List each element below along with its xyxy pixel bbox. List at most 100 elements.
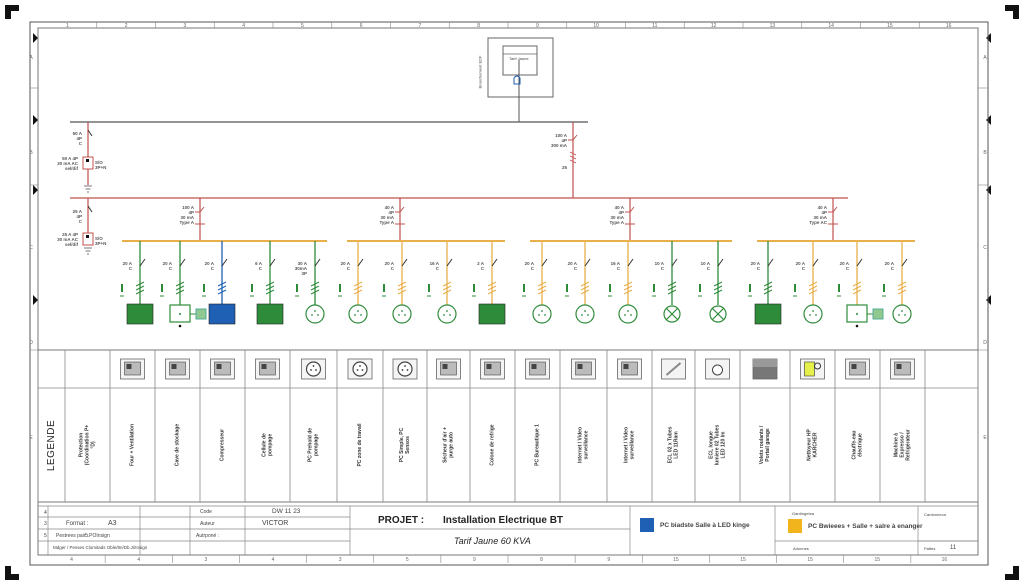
column-number: 9 [607,557,611,563]
row-number: 3 [44,521,47,527]
glyph-detail [442,364,448,369]
outlet-icon [397,361,413,377]
column-number: 9 [535,22,539,29]
column-number: 6 [359,22,363,29]
column-number: 4 [70,557,73,563]
rcd-breaker-icon [828,206,838,225]
outlet-pin [630,314,632,316]
cable-tag-icon [523,284,525,292]
orange-legend-swatch [788,519,802,533]
branch-rating: 20 A C [340,261,350,271]
legend-label: Compresseur [219,428,226,462]
outlet-pin [356,369,359,371]
cable-hatch-icon [487,281,497,295]
column-number: 8 [540,557,543,563]
breaker-contact-icon [627,258,634,267]
format-value: A3 [108,520,117,527]
outlet-icon [305,361,322,377]
load-square-blue [208,303,236,325]
drawn-label: Pestrees pair : [56,533,89,539]
cable-tag-icon [203,284,205,292]
column-number: 9 [473,557,476,563]
rcd-breaker-icon [568,134,578,146]
cable-tag-icon [161,284,163,292]
load-square-green [754,303,782,325]
cable-hatch-icon [175,281,185,295]
cable-tag-icon [383,284,385,292]
column-number: 12 [710,22,717,29]
cable-tag-icon [609,284,611,292]
cable-tag-icon [428,284,430,292]
registration-mark [5,566,19,580]
outlet-pin [310,369,312,371]
breaker-contact-icon [901,258,908,267]
legend-cell: Internet / Video surveillance [560,392,607,498]
branch-rating: 20 A C [384,261,394,271]
pressure-washer-body [804,361,815,377]
legend-cell: Four + Ventilation [110,392,155,498]
rcd-breaker-icon [395,206,405,225]
breaker-contact-icon [671,258,678,267]
orange-legend-label: PC Bwieees + Salle + salre à enanger [808,523,923,530]
outlet-pin [538,314,540,316]
outlet-icon [618,304,638,324]
motor-icon [195,308,207,320]
glyph-detail [577,364,583,369]
differential-block [82,156,94,170]
column-number: 11 [652,22,658,29]
legend-cell: Cellule de pompage [245,392,290,498]
branch-rating: 20 A C [204,261,214,271]
cable-tag-icon [794,284,796,292]
group-diff-label: 100 A 4P 30 mA Type A [179,205,194,225]
column-number: 15 [673,557,679,563]
legend-label: Volets roulants / Portail garage [759,425,771,465]
row-letter: C [29,245,33,251]
glyph-detail [486,364,492,369]
diff-label: 25 A 4P 30 mA AC sel/dif [57,232,78,247]
breaker-contact-icon [584,258,591,267]
outlet-pin [398,314,400,316]
outlet-pin [901,310,903,312]
orange-legend-header: Gardingetea [792,511,815,516]
author-value: VICTOR [262,520,289,527]
hose-icon [814,362,821,370]
group-diff-label: 40 A 4P 30 mA Type A [379,205,394,225]
legend-label: Internet / Video surveillance [577,426,590,464]
legend-cell: Cave de stockage [155,392,200,498]
outlet-pin [581,314,583,316]
outlet-icon [392,304,412,324]
breaker-contact-icon [856,258,863,267]
junction-dot [178,324,182,328]
outlet-pin [404,365,406,367]
breaker-contact-icon [179,258,186,267]
column-number: 15 [807,557,813,563]
breaker-contact-icon [767,258,774,267]
branch-rating: 10 A C [654,261,664,271]
bulb-icon [712,364,723,376]
branch-rating: 16 A C [610,261,620,271]
branch-rating: 30 A 30mA 3P [294,261,307,276]
outlet-pin [312,365,315,367]
outlet-pin [359,365,361,367]
row-letter: B [983,150,987,156]
legend-label: Colone de refrige [489,424,496,466]
meter-switch-icon [513,75,521,85]
row-marker-left [33,185,38,195]
outlet-icon [803,304,823,324]
pages-label: Pattes [924,546,936,551]
column-number: 5 [405,557,409,563]
junction-dot [855,324,859,328]
diff-dot [86,235,89,238]
glyph-detail [216,364,222,369]
outlet-icon [352,361,368,377]
column-number: 14 [828,22,834,29]
cable-hatch-icon [397,281,407,295]
row-letter: B [29,150,33,156]
legend-cell: Internet / Video surveillance [607,392,652,498]
breaker-contact-icon [446,258,453,267]
registration-mark [1005,566,1019,580]
project-label: PROJET : [378,515,425,526]
breaker-contact-icon [491,258,498,267]
lamp-cross [666,308,678,320]
